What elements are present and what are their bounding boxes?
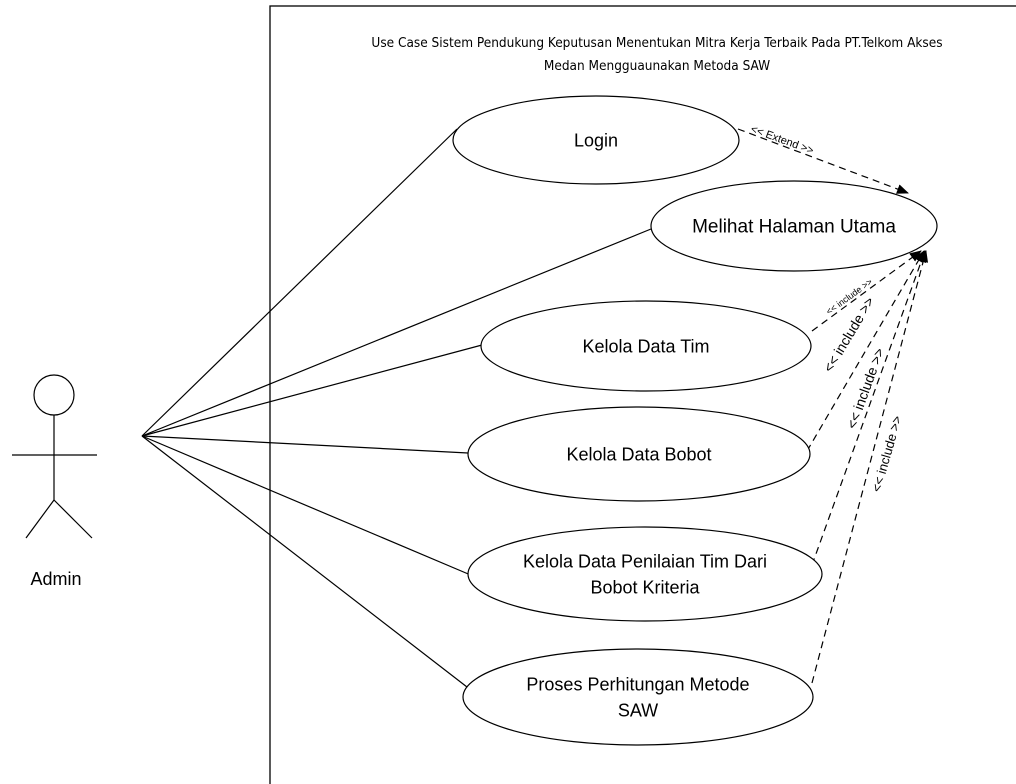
use-case-label-bobot: Kelola Data Bobot (566, 444, 711, 464)
use-case-bobot[interactable]: Kelola Data Bobot (467, 406, 811, 502)
actor-left-leg (25, 499, 55, 539)
use-case-login[interactable]: Login (452, 95, 740, 185)
use-case-label-penilaian: Bobot Kriteria (590, 577, 700, 597)
use-case-ellipse-penilaian (467, 526, 823, 622)
association-line-bobot (141, 435, 469, 454)
actor-head (33, 374, 75, 416)
actor-right-leg (53, 499, 93, 539)
actor-admin[interactable]: Admin (12, 374, 97, 589)
use-case-ellipse-saw (462, 648, 814, 746)
use-case-label-saw: SAW (618, 700, 658, 720)
dependency-line-saw (811, 250, 929, 684)
use-case-halaman[interactable]: Melihat Halaman Utama (650, 180, 938, 272)
use-case-label-tim: Kelola Data Tim (582, 336, 709, 356)
system-title-line-2: Medan Mengguaunakan Metoda SAW (544, 58, 770, 74)
system-boundary (269, 5, 1016, 784)
system-title-line-1: Use Case Sistem Pendukung Keputusan Mene… (371, 35, 942, 51)
association-lines (141, 128, 652, 688)
use-case-ellipse-tim (480, 300, 812, 392)
use-case-ellipse-login (452, 95, 740, 185)
association-line-penilaian (141, 435, 474, 577)
dependency-line-login (737, 128, 909, 194)
use-case-label-penilaian: Kelola Data Penilaian Tim Dari (523, 551, 767, 571)
dependency-line-tim (811, 250, 922, 332)
relation-label-saw: << include >> (869, 414, 905, 494)
use-case-label-saw: Proses Perhitungan Metode (526, 674, 749, 694)
association-line-login (141, 128, 458, 437)
association-line-tim (141, 344, 483, 437)
use-case-ellipse-halaman (650, 180, 938, 272)
association-line-saw (141, 435, 468, 688)
use-case-label-login: Login (574, 130, 618, 150)
dependency-line-bobot (806, 250, 925, 452)
use-case-tim[interactable]: Kelola Data Tim (480, 300, 812, 392)
relation-label-login: << Extend >> (749, 123, 815, 157)
use-case-label-halaman: Melihat Halaman Utama (692, 217, 896, 238)
association-line-halaman (141, 228, 652, 437)
dependency-line-penilaian (811, 250, 926, 566)
actor-label: Admin (30, 569, 81, 589)
use-case-ellipse-bobot (467, 406, 811, 502)
